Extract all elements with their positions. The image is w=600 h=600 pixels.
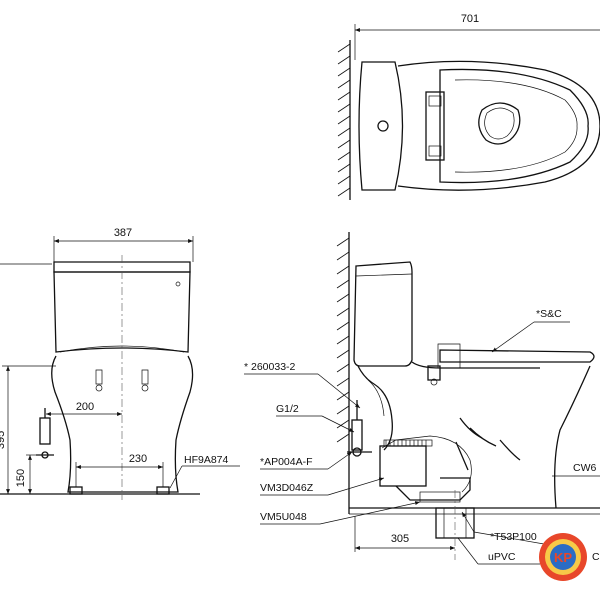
- label-part-260033: * 260033-2: [244, 361, 296, 373]
- dim-height-partial: 395: [0, 431, 7, 449]
- dim-front-width: 387: [114, 227, 132, 239]
- side-bowl-front: [554, 365, 591, 509]
- label-pipe-suffix: C: [592, 551, 600, 563]
- front-bowl: [51, 355, 194, 493]
- label-outlet-adapter: VM3D046Z: [260, 482, 314, 494]
- floor-bolt-right: [156, 486, 170, 495]
- label-seat-cover: *S&C: [536, 308, 562, 320]
- label-pipe: uPVC: [488, 551, 516, 563]
- side-seat-hinge: [437, 343, 461, 369]
- top-view-seat-inner: [454, 79, 578, 173]
- floor-bolt-left: [69, 486, 83, 495]
- label-floor-flange: VM5U048: [260, 511, 307, 523]
- angle-valve: [351, 419, 363, 451]
- side-view-wall-hatch: [336, 237, 350, 443]
- logo-text: KP: [554, 550, 572, 565]
- logo-inner: [550, 544, 576, 570]
- side-view: 305 * 260033-2 G1/2 *AP004A-F VM3D046Z V…: [244, 232, 600, 565]
- label-cw-part: CW6: [573, 462, 596, 474]
- front-view: 387 395 150 200: [0, 227, 240, 500]
- label-drain-part: *T53P100: [490, 531, 537, 543]
- dim-supply-height: 150: [15, 469, 27, 487]
- top-view: 701: [337, 13, 600, 200]
- bowl-opening: [478, 102, 521, 145]
- outlet-adapter: [379, 445, 427, 487]
- kp-logo: KP: [539, 533, 587, 581]
- top-view-wall-hatch: [337, 43, 351, 197]
- label-supply-hose: HF9A874: [184, 454, 229, 466]
- flush-button: [377, 120, 389, 132]
- top-view-bowl: [397, 60, 600, 191]
- side-tank: [353, 261, 413, 367]
- side-seat: [439, 349, 595, 363]
- label-angle-valve: *AP004A-F: [260, 456, 313, 468]
- dim-offset-230: 230: [129, 453, 147, 465]
- seat-hinge: [425, 91, 445, 161]
- top-view-tank: [358, 61, 404, 191]
- dim-top-width: 701: [461, 13, 479, 25]
- side-body: [357, 365, 393, 451]
- top-view-seat: [439, 68, 589, 184]
- dim-rough-in: 305: [391, 533, 409, 545]
- dim-offset-200: 200: [76, 401, 94, 413]
- supply-valve: [39, 417, 51, 445]
- label-thread: G1/2: [276, 403, 299, 415]
- outlet-gasket-teeth: [385, 440, 427, 446]
